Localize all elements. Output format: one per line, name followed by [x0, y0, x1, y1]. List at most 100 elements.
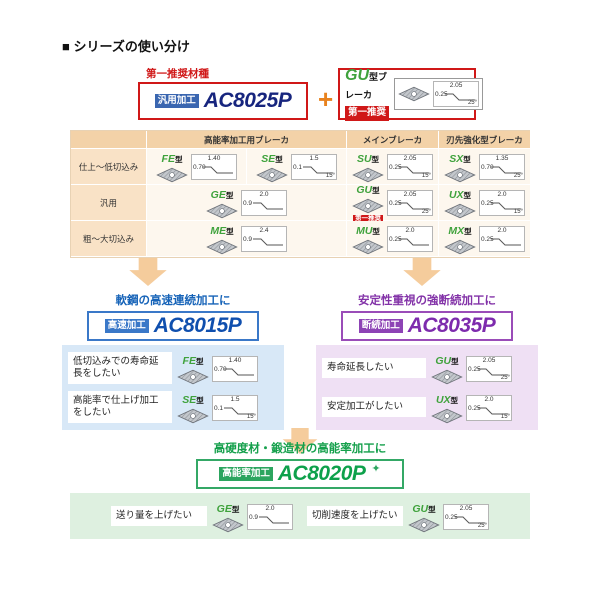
insert-type-label: GE型	[210, 189, 234, 201]
dim-angle-value: 25°	[421, 208, 431, 215]
dim-depth-value: 0.25	[481, 235, 494, 243]
dim-depth-value: 0.25	[468, 404, 481, 412]
insert-icon	[177, 369, 209, 385]
panel-high-speed: 軟鋼の高速連続加工に 高速加工 AC8015P 低切込みでの寿命延長をしたい F…	[62, 292, 284, 430]
insert-spec: GE型 2.0 0.9	[206, 186, 287, 219]
chipbreaker-dimension-sketch: 2.4 0.9	[241, 225, 287, 252]
grade-name-ac8020p: AC8020P	[277, 462, 366, 485]
dim-depth-value: 0.25	[445, 513, 458, 521]
dim-width-value: 1.5	[230, 395, 240, 403]
insert-icon	[444, 203, 476, 219]
application-badge-general: 汎用加工	[154, 93, 199, 109]
dim-width-value: 2.0	[405, 226, 415, 234]
insert-icon	[408, 517, 440, 533]
dim-angle-value: 25°	[477, 522, 487, 529]
need-insert: FE型 1.40 0.70	[177, 351, 258, 385]
profile-line	[478, 368, 508, 375]
grade-name-ac8015p: AC8015P	[153, 314, 242, 337]
cell-mu: MU型 2.0 0.25	[347, 221, 439, 257]
insert-type-label: FE型	[161, 153, 183, 165]
dim-depth-value: 0.1	[293, 163, 303, 171]
need-text: 低切込みでの寿命延長をしたい	[68, 351, 172, 385]
need-row: 低切込みでの寿命延長をしたい FE型 1.40 0.70	[68, 351, 278, 385]
application-badge-interrupted: 断続加工	[358, 318, 403, 334]
application-badge-high-efficiency: 高能率加工	[219, 466, 273, 482]
insert-type-label: UX型	[448, 189, 472, 201]
need-insert: SE型 1.5 0.1 15°	[177, 390, 258, 424]
profile-line	[455, 516, 485, 523]
chipbreaker-dimension-sketch: 2.05 0.25 15°	[387, 153, 433, 180]
insert-spec: FE型 1.40 0.70	[156, 150, 237, 183]
row-label-roughing: 粗〜大切込み	[71, 221, 147, 257]
plus-sign: +	[318, 84, 334, 114]
row-label-finishing: 仕上〜低切込み	[71, 149, 147, 185]
dim-depth-value: 0.25	[389, 235, 402, 243]
dim-depth-value: 0.9	[243, 235, 253, 243]
insert-type-label: SX型	[449, 153, 471, 165]
profile-line	[253, 202, 283, 209]
dim-depth-value: 0.9	[243, 199, 253, 207]
insert-icon	[156, 167, 188, 183]
down-arrow-left	[129, 258, 167, 286]
insert-icon	[398, 86, 430, 102]
cell-mx: MX型 2.0 0.25	[439, 221, 531, 257]
need-insert: GU型 2.05 0.25 25°	[408, 499, 489, 533]
grade-box-ac8015p: 高速加工 AC8015P	[87, 311, 259, 341]
panel-rows: 送り量を上げたい GE型 2.0 0.9 切削速度を上げたい GU型 2.05	[70, 493, 530, 539]
breaker-drawing: 2.05 0.25 25°	[394, 78, 484, 110]
need-insert: GU型 2.05 0.25 25°	[431, 351, 512, 385]
dim-depth-value: 0.25	[435, 91, 448, 98]
first-recommend-badge: 第一推奨	[345, 106, 390, 121]
insert-id: MU型	[352, 222, 384, 255]
col-header-high-efficiency: 高能率加工用ブレーカ	[147, 131, 347, 149]
sparkle-icon: ✦	[371, 462, 381, 475]
dim-width-value: 2.0	[497, 226, 507, 234]
down-arrow-right	[403, 258, 441, 286]
insert-spec: MU型 2.0 0.25	[352, 222, 433, 255]
insert-icon	[212, 517, 244, 533]
breaker-name: GU型ブレーカ	[345, 67, 388, 101]
need-text: 高能率で仕上げ加工をしたい	[68, 390, 172, 424]
profile-line	[478, 407, 508, 414]
profile-line	[491, 202, 521, 209]
need-text: 安定加工がしたい	[322, 396, 426, 418]
col-header-edge-strengthened: 刃先強化型ブレーカ	[439, 131, 531, 149]
insert-spec: GU型 2.05 0.25 25°	[431, 352, 512, 385]
profile-line	[303, 166, 333, 173]
insert-icon	[431, 408, 463, 424]
grade-name-ac8025p: AC8025P	[203, 89, 292, 112]
insert-icon	[352, 199, 384, 214]
chipbreaker-dimension-sketch: 1.5 0.1 15°	[212, 394, 258, 421]
insert-icon	[352, 239, 384, 255]
first-recommend-grade-label: 第一推奨材種	[146, 68, 209, 80]
insert-type-label: GU型	[435, 355, 459, 367]
panel-rows: 寿命延長したい GU型 2.05 0.25 25° 安定加工がしたい UX型 2…	[316, 345, 538, 430]
cell-ux: UX型 2.0 0.25 15°	[439, 185, 531, 221]
insert-type-label: GU型	[412, 503, 436, 515]
chipbreaker-dimension-sketch: 2.0 0.9	[247, 503, 293, 530]
profile-line	[491, 238, 521, 245]
chipbreaker-dimension-sketch: 1.35 0.70 25°	[479, 153, 525, 180]
grade-box-ac8035p: 断続加工 AC8035P	[341, 311, 513, 341]
dim-depth-value: 0.25	[481, 199, 494, 207]
insert-icon	[206, 239, 238, 255]
cell-sx: SX型 1.35 0.70 25°	[439, 149, 531, 185]
insert-spec: GE型 2.0 0.9	[212, 500, 293, 533]
dim-width-value: 1.5	[309, 154, 319, 162]
panel-header-high-efficiency: 高硬度材・鍛造材の高能率加工に	[213, 443, 387, 455]
dim-width-value: 2.05	[449, 82, 463, 89]
chipbreaker-dimension-sketch: 2.0 0.25 15°	[479, 189, 525, 216]
dim-angle-value: 25°	[500, 374, 510, 381]
insert-id: FE型	[156, 150, 188, 183]
profile-line	[203, 166, 233, 173]
profile-line	[224, 368, 254, 375]
insert-id: SX型	[444, 150, 476, 183]
insert-spec: SE型 1.5 0.1 15°	[256, 150, 337, 183]
panel-high-efficiency: 高硬度材・鍛造材の高能率加工に 高能率加工 AC8020P ✦ 送り量を上げたい…	[70, 440, 530, 539]
dim-width-value: 2.0	[497, 190, 507, 198]
breaker-box-gu: GU型ブレーカ 第一推奨 2.05 0.25 25°	[338, 67, 484, 121]
dim-width-value: 2.0	[259, 190, 269, 198]
panel-rows: 低切込みでの寿命延長をしたい FE型 1.40 0.70 高能率で仕上げ加工をし…	[62, 345, 284, 430]
chipbreaker-dimension-sketch: 2.0 0.25	[387, 225, 433, 252]
insert-type-label: ME型	[210, 225, 234, 237]
